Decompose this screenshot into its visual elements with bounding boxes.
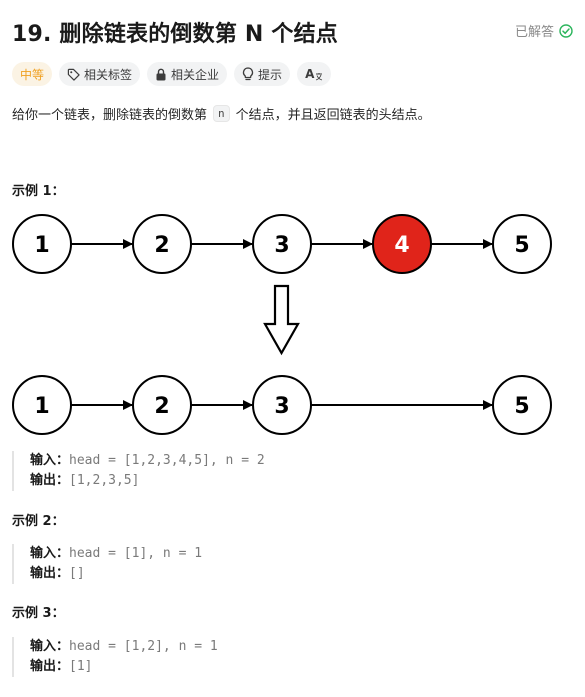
list-node-label: 3: [274, 233, 289, 258]
translate-icon: [316, 72, 323, 80]
list-node-label: 5: [514, 233, 529, 258]
related-companies-label: 相关企业: [171, 67, 220, 82]
translate-icon-letter: A: [305, 67, 315, 81]
input-value: head = [1], n = 1: [69, 546, 203, 561]
tag-bar: 中等 相关标签 相关企业 提示 A: [12, 62, 332, 86]
input-label: 输入：: [30, 546, 70, 561]
lightbulb-icon: [242, 67, 254, 81]
list-node: [132, 375, 192, 435]
output-value: [1]: [69, 659, 93, 674]
input-label: 输入：: [30, 453, 70, 468]
list-node-label: 2: [154, 394, 169, 419]
input-label: 输入：: [30, 639, 70, 654]
output-label: 输出：: [30, 659, 70, 674]
list-node: [372, 214, 432, 274]
hint-label: 提示: [258, 67, 283, 82]
check-circle-icon: [559, 23, 573, 38]
list-node: [492, 375, 552, 435]
translate-button[interactable]: A: [297, 62, 332, 86]
description-part1: 给你一个链表，删除链表的倒数第: [12, 108, 208, 123]
example-1-title: 示例 1：: [12, 184, 65, 199]
list-node-label: 2: [154, 233, 169, 258]
difficulty-badge: 中等: [12, 62, 53, 86]
solved-status[interactable]: 已解答: [515, 21, 573, 40]
description-part2: 个结点，并且返回链表的头结点。: [235, 108, 431, 123]
example-2-io: 输入：head = [1], n = 1 输出：[]: [12, 544, 202, 584]
list-after-row: 1 2 3 5: [12, 375, 552, 435]
input-value: head = [1,2,3,4,5], n = 2: [69, 453, 265, 468]
problem-description: 给你一个链表，删除链表的倒数第 n 个结点，并且返回链表的头结点。: [12, 104, 431, 123]
related-tags-label: 相关标签: [84, 67, 133, 82]
list-node: [12, 375, 72, 435]
inline-code-n: n: [213, 105, 230, 122]
output-label: 输出：: [30, 473, 70, 488]
linked-list-diagram: 1 2 3 4 5 1 2 3 5: [12, 214, 552, 435]
list-node-label: 3: [274, 394, 289, 419]
output-value: [1,2,3,5]: [69, 473, 140, 488]
list-node-label: 1: [34, 233, 49, 258]
example-2-title: 示例 2：: [12, 514, 65, 529]
hint-button[interactable]: 提示: [234, 62, 291, 86]
problem-title: 19. 删除链表的倒数第 N 个结点: [12, 22, 338, 47]
list-node-label: 4: [394, 233, 409, 258]
output-value: []: [69, 566, 85, 581]
lock-icon: [156, 68, 166, 80]
list-node: [12, 214, 72, 274]
output-label: 输出：: [30, 566, 70, 581]
list-node-label: 5: [514, 394, 529, 419]
related-companies-button[interactable]: 相关企业: [147, 62, 228, 86]
example-1-io: 输入：head = [1,2,3,4,5], n = 2 输出：[1,2,3,5…: [12, 451, 265, 491]
related-tags-button[interactable]: 相关标签: [59, 62, 141, 86]
example-3-title: 示例 3：: [12, 606, 65, 621]
input-value: head = [1,2], n = 1: [69, 639, 218, 654]
list-node: [252, 214, 312, 274]
tag-icon: [67, 68, 80, 81]
solved-label: 已解答: [514, 25, 554, 40]
title-row: 19. 删除链表的倒数第 N 个结点 已解答: [12, 14, 573, 48]
list-node-label: 1: [34, 394, 49, 419]
difficulty-label: 中等: [20, 67, 45, 82]
list-node: [492, 214, 552, 274]
list-node: [252, 375, 312, 435]
list-node: [132, 214, 192, 274]
down-arrow-icon: [263, 284, 300, 356]
list-before-row: 1 2 3 4 5: [12, 214, 552, 274]
example-3-io: 输入：head = [1,2], n = 1 输出：[1]: [12, 637, 218, 677]
